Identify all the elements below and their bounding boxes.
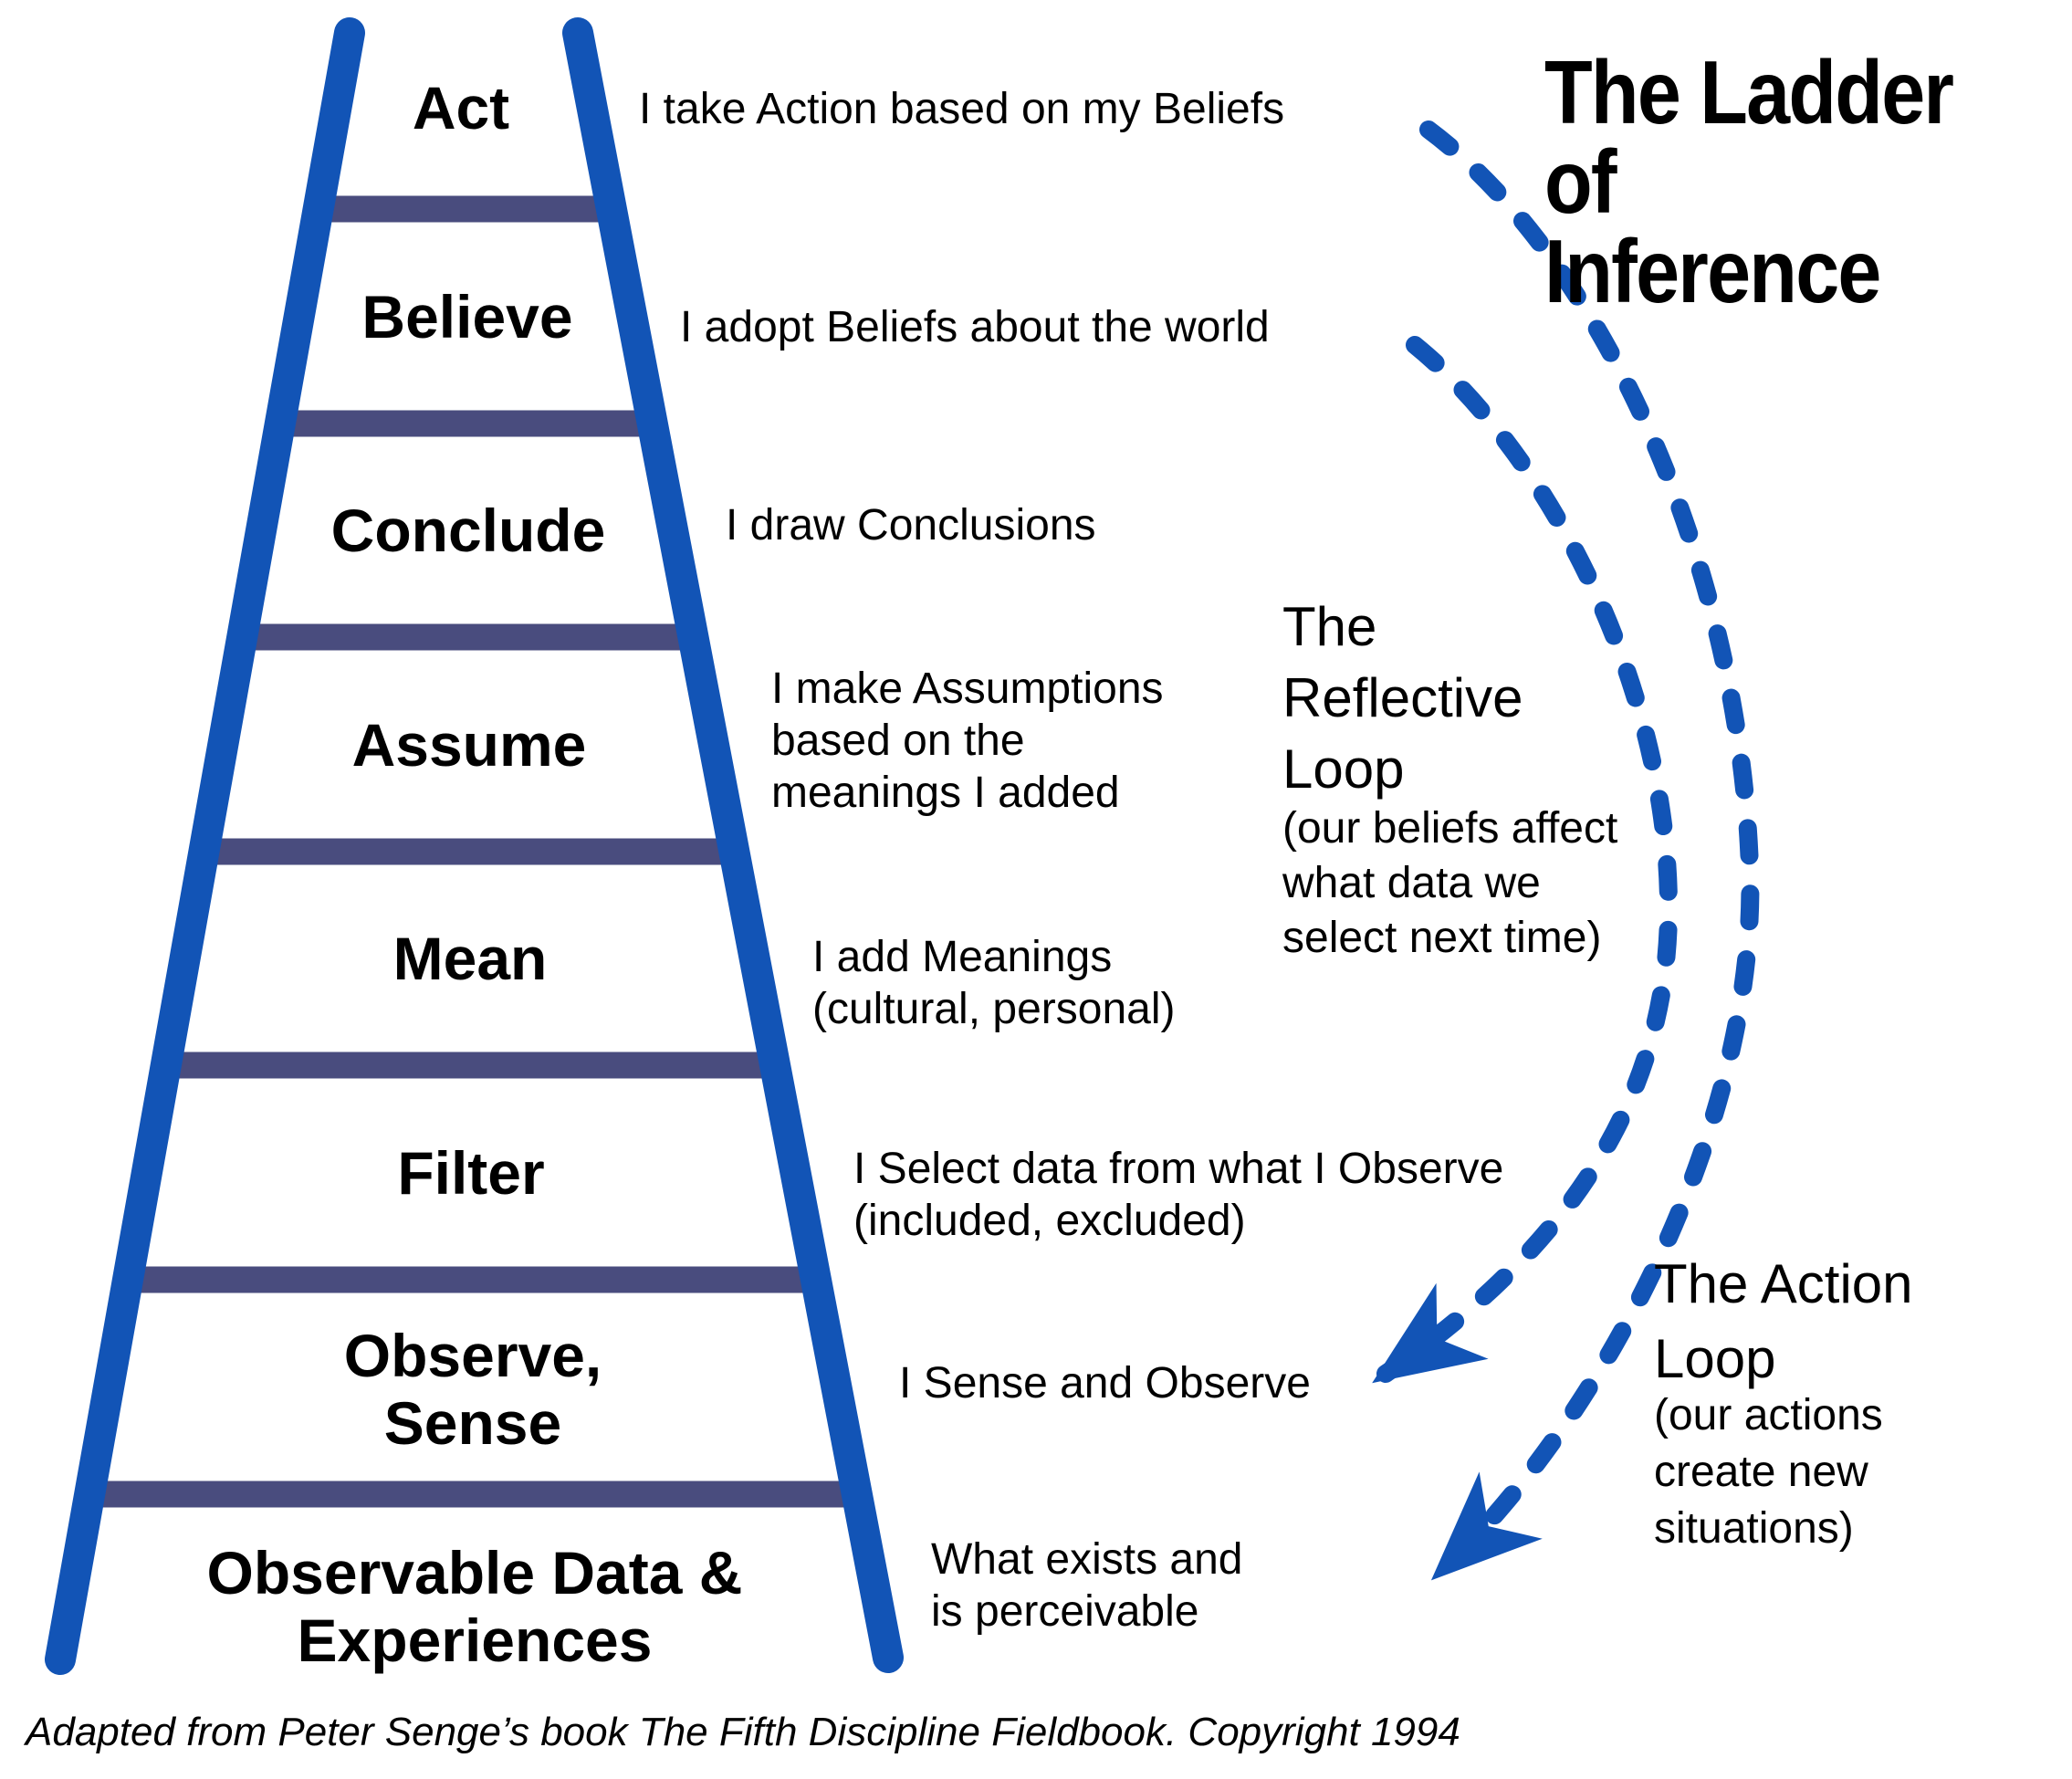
rung-description-data: What exists and is perceivable <box>931 1535 1243 1636</box>
rung-description-mean: I add Meanings (cultural, personal) <box>812 933 1176 1033</box>
rung-label-act: Act <box>412 74 510 141</box>
reflective-loop-arc <box>1372 336 1679 1384</box>
reflective-loop-title: The Reflective Loop <box>1282 596 1523 800</box>
rung-label-filter: Filter <box>397 1139 545 1207</box>
action-loop-arc <box>1419 120 1760 1581</box>
page-title: The Ladder of Inference <box>1544 42 1954 321</box>
rung-label-assume: Assume <box>351 711 587 779</box>
rung-description-observe: I Sense and Observe <box>899 1359 1311 1408</box>
rung-label-data: Observable Data & Experiences <box>206 1539 743 1674</box>
rung-label-mean: Mean <box>392 925 548 992</box>
ladder-right-rail <box>562 17 904 1673</box>
action-loop-note: (our actions create new situations) <box>1654 1391 1883 1553</box>
rung-label-observe: Observe, Sense <box>343 1322 602 1457</box>
rung-label-believe: Believe <box>361 283 573 351</box>
rung-label-conclude: Conclude <box>330 497 606 564</box>
rung-description-believe: I adopt Beliefs about the world <box>680 303 1270 351</box>
rung-description-filter: I Select data from what I Observe (inclu… <box>853 1145 1504 1245</box>
reflective-loop-note: (our beliefs affect what data we select … <box>1282 804 1618 962</box>
ladder-left-rail <box>45 17 365 1675</box>
action-loop-title: The Action Loop <box>1654 1253 1913 1389</box>
rung-description-conclude: I draw Conclusions <box>726 501 1096 549</box>
rung-description-assume: I make Assumptions based on the meanings… <box>771 665 1164 817</box>
rung-description-act: I take Action based on my Beliefs <box>639 85 1285 133</box>
attribution-note: Adapted from Peter Senge’s book The Fift… <box>26 1710 1460 1754</box>
